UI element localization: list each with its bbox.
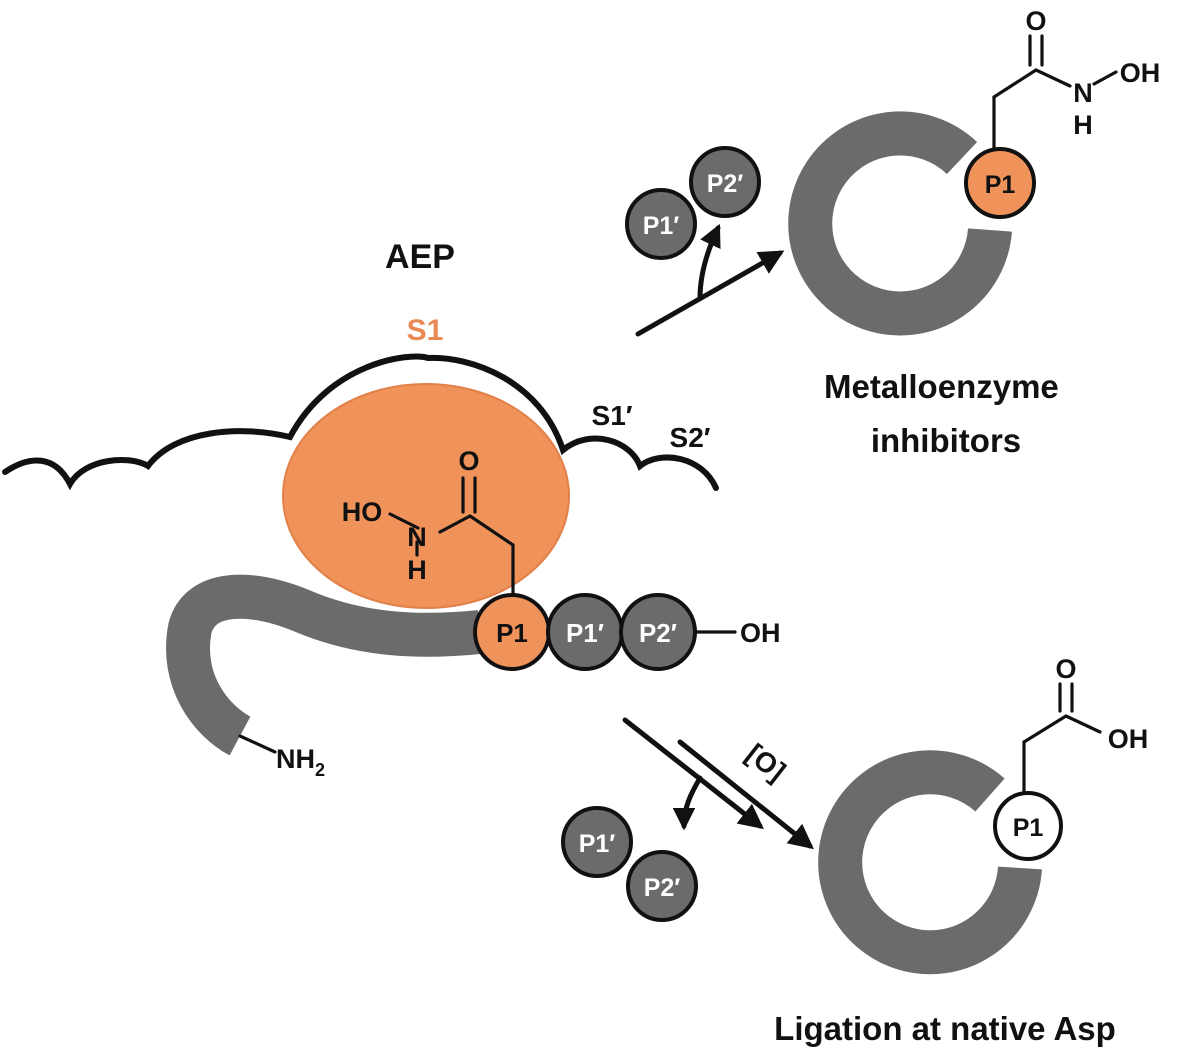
- residue-p2-prime-label: P2′: [639, 618, 677, 648]
- released-p2-prime-bottom: [626, 850, 698, 922]
- s1-label: S1: [407, 314, 444, 347]
- released-dipeptide-bottom: P1′ P2′: [561, 806, 698, 922]
- hydroxamate-side-chain: O N H HO: [342, 446, 515, 596]
- oxidation-label: [O]: [740, 738, 791, 787]
- cyclic-peptide-top: P1 O N H OH: [788, 6, 1161, 336]
- svg-text:N: N: [1073, 78, 1093, 108]
- svg-text:P1: P1: [1013, 814, 1044, 842]
- substrate-residues: P1 P1′ P2′ OH: [473, 593, 781, 671]
- carbonyl-o: O: [458, 446, 479, 476]
- svg-text:OH: OH: [1120, 58, 1161, 88]
- svg-text:O: O: [1025, 6, 1046, 36]
- released-p1-prime-bottom: [561, 806, 633, 878]
- top-reaction-arrow: [635, 223, 785, 337]
- cyclic-peptide-bottom: P1 O OH: [818, 654, 1149, 975]
- top-product-line-1: Metalloenzyme: [824, 368, 1059, 405]
- amide-n: N: [407, 522, 427, 552]
- bottom-reaction-arrows: [O]: [622, 717, 814, 850]
- aep-label: AEP: [385, 238, 455, 276]
- aep-enzyme: AEP S1 S1′ S2′: [2, 238, 719, 609]
- hydroxamate-ho: HO: [342, 497, 383, 527]
- svg-text:P2′: P2′: [707, 170, 744, 198]
- substrate-chain: [166, 574, 483, 756]
- residue-p1-label: P1: [496, 618, 528, 648]
- s1-prime-label: S1′: [592, 400, 633, 431]
- top-product-line-2: inhibitors: [871, 422, 1021, 459]
- svg-text:P1′: P1′: [579, 830, 616, 858]
- svg-text:P1: P1: [985, 171, 1016, 199]
- cyclic-p1-top: [964, 147, 1036, 219]
- cyclic-ring-top: [788, 111, 1012, 336]
- residue-p1-prime-label: P1′: [566, 618, 604, 648]
- svg-text:P2′: P2′: [644, 874, 681, 902]
- n-terminus-label: NH2: [276, 744, 325, 780]
- svg-text:O: O: [1055, 654, 1076, 684]
- s2-prime-label: S2′: [670, 422, 711, 453]
- cyclic-ring-bottom: [818, 750, 1042, 975]
- svg-text:P1′: P1′: [643, 212, 680, 240]
- n-terminus-bond: [238, 734, 277, 754]
- released-p1-prime-top: [625, 188, 697, 260]
- released-dipeptide-top: P2′ P1′: [625, 146, 761, 260]
- enzyme-surface-line: [2, 353, 719, 491]
- bottom-product-label: Ligation at native Asp: [774, 1010, 1116, 1047]
- released-p2-prime-top: [689, 146, 761, 218]
- top-product-label: Metalloenzyme inhibitors: [824, 368, 1068, 459]
- c-terminus-oh: OH: [740, 618, 781, 648]
- amide-h: H: [407, 555, 427, 585]
- acid-oh: OH: [1108, 724, 1149, 754]
- cyclic-p1-bottom: [993, 791, 1063, 861]
- s1-binding-pocket: [282, 383, 570, 609]
- svg-text:H: H: [1073, 110, 1093, 140]
